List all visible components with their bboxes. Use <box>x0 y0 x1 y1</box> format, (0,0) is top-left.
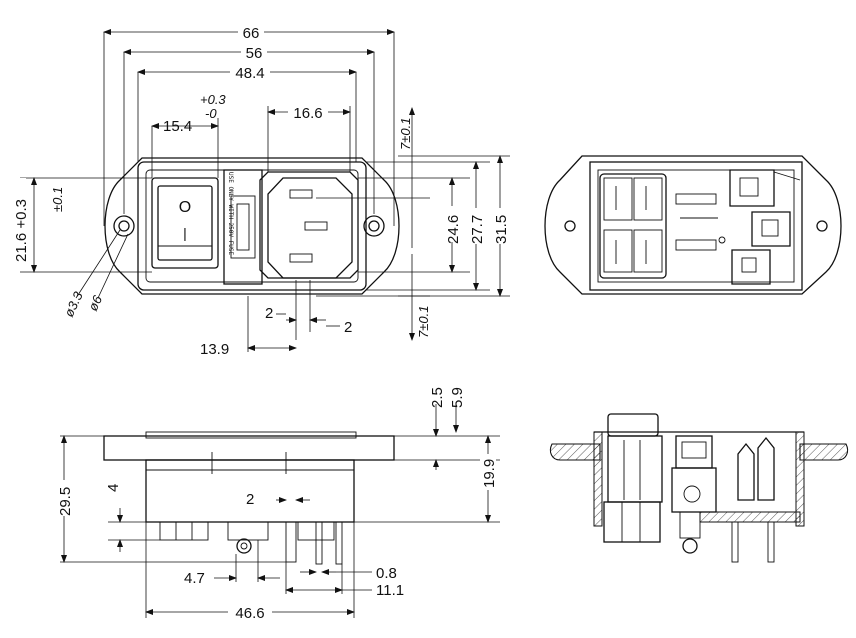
rear-inlet-terminals <box>729 169 801 285</box>
live-pin <box>304 221 328 231</box>
front-body-inner <box>145 169 359 283</box>
section-switch-button <box>607 413 659 437</box>
side-terminals <box>159 521 343 565</box>
dim-pin-thickness: 0.8 <box>376 565 397 582</box>
section-terminal-hole <box>682 538 698 554</box>
side-terminal-hole <box>236 538 252 554</box>
fuse-label: USE ONLY WITH 250V FUSE <box>227 172 234 255</box>
side-view: 2.5 5.9 19.9 29.5 4 2 4.7 <box>56 387 500 622</box>
dim-flange-thickness: 2.5 <box>429 387 446 408</box>
front-view: O | USE ONLY WITH 250V FUSE 66 <box>10 23 510 358</box>
dim-overall-width: 66 <box>243 25 260 42</box>
dim-height-left-tol: ±0.1 <box>50 187 65 212</box>
iec-inlet <box>259 171 359 279</box>
dim-pin-gap-right: 2 <box>344 319 352 336</box>
dim-inlet-width: 16.6 <box>293 105 322 122</box>
dim-depth-right: 19.9 <box>481 459 498 488</box>
switch-off-symbol: O <box>179 199 191 216</box>
rocker-switch: O | <box>151 177 219 269</box>
dim-height-left: 21.6 +0.3 <box>13 199 30 262</box>
dim-flange-offset: 5.9 <box>449 387 466 408</box>
side-dims: 2.5 5.9 19.9 29.5 4 2 4.7 <box>56 387 500 622</box>
dim-offset-13-9: 13.9 <box>200 341 229 358</box>
dim-hole-diameter: ø3.3 <box>61 289 86 320</box>
dim-tol-minus: -0 <box>205 106 217 121</box>
rear-flange-outline <box>544 155 842 295</box>
switch-on-symbol: | <box>183 225 187 241</box>
section-bottom-wall <box>699 511 801 523</box>
rear-body <box>589 161 803 291</box>
section-right-flange <box>799 443 849 461</box>
dim-tol-plus: +0.3 <box>200 92 226 107</box>
fuse-holder: USE ONLY WITH 250V FUSE <box>223 169 263 285</box>
dim-snap-height: 4 <box>105 484 122 492</box>
rear-left-hole <box>564 220 576 232</box>
earth-pin <box>289 189 313 199</box>
rear-switch-terminals <box>599 173 667 279</box>
dim-boss-diameter: ø6 <box>85 292 105 313</box>
rear-fuse-slot-bottom <box>675 239 717 251</box>
dim-inlet-height: 24.6 <box>445 215 462 244</box>
section-view <box>549 413 849 563</box>
dim-pin-width: 2 <box>246 491 254 508</box>
section-inlet-pins <box>731 436 775 563</box>
rear-right-hole <box>816 220 828 232</box>
dim-body-depth: 46.6 <box>235 605 264 622</box>
dim-body-height: 27.7 <box>469 215 486 244</box>
dim-pin-spacing: 4.7 <box>184 570 205 587</box>
dim-pin-gap-left: 2 <box>265 305 273 322</box>
dim-overall-height: 31.5 <box>493 215 510 244</box>
rear-fuse-slot-top <box>675 193 717 205</box>
left-mount-hole <box>113 215 135 237</box>
dim-switch-width: 15.4 <box>163 118 192 135</box>
neutral-pin <box>289 253 313 263</box>
dim-tol-7-bottom: 7±0.1 <box>416 306 431 338</box>
section-switch-terminals <box>603 501 661 543</box>
section-fuse <box>675 435 713 469</box>
dim-pin-offset: 11.1 <box>376 582 404 599</box>
side-flange <box>103 435 395 461</box>
rear-view <box>544 155 842 295</box>
section-left-flange <box>549 443 601 461</box>
right-mount-hole <box>363 215 385 237</box>
front-body <box>137 161 367 291</box>
dim-tol-7-top: 7±0.1 <box>398 118 413 150</box>
dim-depth-left: 29.5 <box>57 487 74 516</box>
dim-body-width: 48.4 <box>235 65 264 82</box>
section-left-wall <box>593 431 603 527</box>
dim-mount-width: 56 <box>246 45 263 62</box>
